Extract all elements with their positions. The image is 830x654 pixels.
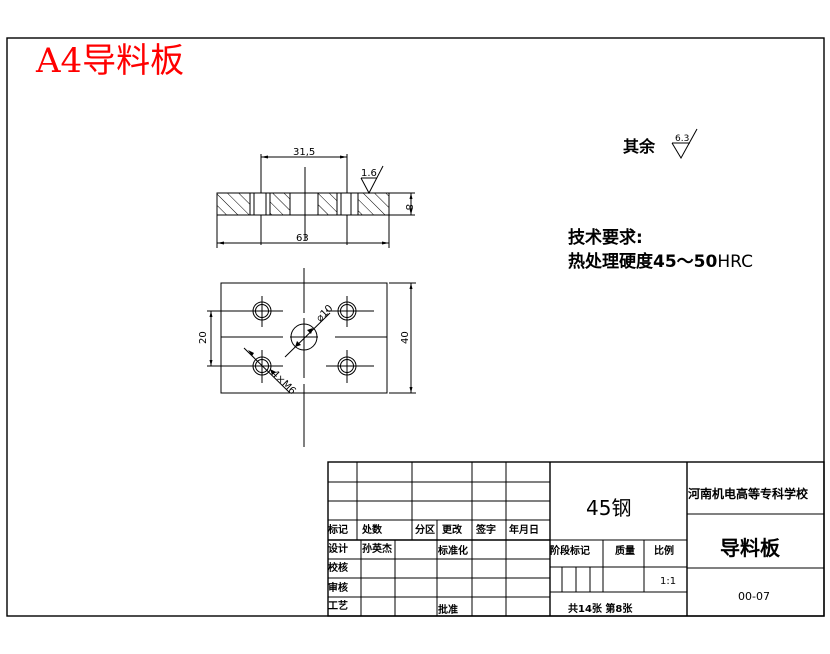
dim-31-5: 31,5 xyxy=(293,147,315,158)
dim-20: 20 xyxy=(198,331,209,344)
hdr-stage-mark: 阶段标记 xyxy=(550,544,590,557)
designer-name: 孙英杰 xyxy=(362,542,392,555)
part-name: 导料板 xyxy=(720,536,781,560)
dim-63: 63 xyxy=(296,233,309,244)
hdr-review: 审核 xyxy=(328,581,348,594)
hdr-mark: 标记 xyxy=(327,523,348,536)
hdr-change: 更改 xyxy=(442,523,463,536)
hdr-zone: 分区 xyxy=(415,523,435,536)
title-block: 标记 处数 分区 更改 签字 年月日 设计 孙英杰 标准化 校核 审核 工艺 批… xyxy=(327,461,825,617)
dim-40: 40 xyxy=(400,331,411,344)
banner-title: A4导料板 xyxy=(35,41,184,81)
hdr-approve: 批准 xyxy=(438,603,458,616)
hdr-check: 校核 xyxy=(328,561,348,574)
hdr-weight: 质量 xyxy=(615,544,635,557)
dim-thickness: 8 xyxy=(403,204,414,210)
top-view: 20 40 ⌀10 4×M6 xyxy=(198,268,416,447)
hdr-design: 设计 xyxy=(328,542,348,555)
threaded-hole xyxy=(326,296,374,327)
hdr-date: 年月日 xyxy=(509,523,539,536)
school-name: 河南机电高等专科学校 xyxy=(687,486,809,501)
threaded-hole xyxy=(248,296,283,327)
roughness-1-6: 1.6 xyxy=(361,168,377,179)
roughness-rest-label: 其余 xyxy=(623,137,656,156)
scale-value: 1:1 xyxy=(660,576,676,587)
material: 45钢 xyxy=(586,496,631,520)
tech-req-line1: 热处理硬度45～50HRC xyxy=(568,251,753,272)
hdr-process: 工艺 xyxy=(328,599,348,612)
hdr-standardize: 标准化 xyxy=(437,544,468,557)
notes: 其余 6.3 技术要求: 热处理硬度45～50HRC xyxy=(568,128,753,272)
sheet-count: 共14张 第8张 xyxy=(568,602,633,615)
hdr-ratio: 比例 xyxy=(654,544,674,557)
dim-center-hole: ⌀10 xyxy=(314,303,335,324)
tech-req-title: 技术要求: xyxy=(568,227,643,248)
threaded-hole xyxy=(326,350,374,383)
hdr-count: 处数 xyxy=(361,523,383,536)
roughness-rest-value: 6.3 xyxy=(675,134,689,144)
drawing-number: 00-07 xyxy=(738,590,770,603)
side-view: 31,5 63 8 1.6 xyxy=(216,147,415,248)
threaded-hole xyxy=(235,350,283,383)
hdr-signature: 签字 xyxy=(475,523,496,536)
